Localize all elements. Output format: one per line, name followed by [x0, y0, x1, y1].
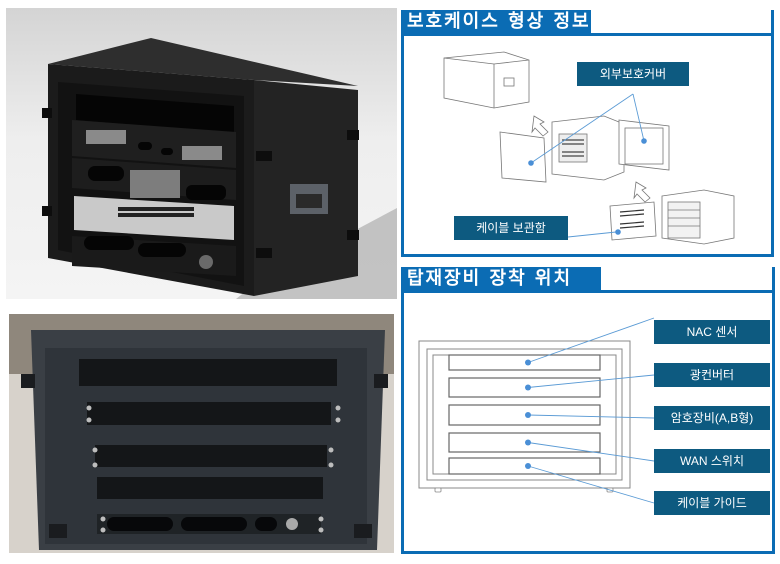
- equipment-callout: NAC 센서: [654, 320, 770, 344]
- leader-line: [527, 414, 655, 419]
- front-cover-drawing: [499, 131, 547, 183]
- leader-dot: [641, 138, 647, 144]
- leader-dot: [525, 439, 531, 446]
- leader-line: [527, 442, 655, 462]
- panel-title: 보호케이스 형상 정보: [401, 10, 591, 36]
- rack-case-photo-drawing: [9, 314, 394, 553]
- final-case-drawing: [661, 189, 735, 245]
- middle-case-drawing: [551, 115, 625, 181]
- equipment-callout: WAN 스위치: [654, 449, 770, 473]
- cable-storage-drawing: [609, 201, 657, 241]
- equipment-callout: 암호장비(A,B형): [654, 406, 770, 430]
- rack-module: [448, 432, 601, 453]
- case-exploded-diagram: [443, 51, 735, 245]
- rack-case-photo-image: [9, 314, 394, 553]
- panel-title: 탑재장비 장착 위치: [401, 267, 601, 293]
- rack-module: [448, 377, 601, 398]
- callout-outer-cover: 외부보호커버: [577, 62, 689, 86]
- leader-dot: [525, 412, 531, 418]
- leader-line: [527, 465, 655, 504]
- crypto-device-module: [130, 170, 180, 198]
- rack-front-diagram: [418, 317, 655, 504]
- callout-cable-storage: 케이블 보관함: [454, 216, 568, 240]
- leader-line: [527, 374, 655, 388]
- panel-top-border: [590, 33, 774, 36]
- leader-dot: [525, 359, 531, 366]
- equipment-callout: 케이블 가이드: [654, 491, 770, 515]
- case-shape-info-panel: 보호케이스 형상 정보: [401, 10, 774, 257]
- leader-dot: [615, 229, 621, 235]
- rack-case-render-image: [6, 8, 397, 299]
- rack-module: [448, 404, 601, 426]
- panel-top-border: [600, 290, 775, 293]
- closed-case-drawing: [443, 51, 530, 109]
- equipment-callout: 광컨버터: [654, 363, 770, 387]
- nac-sensor-module: [86, 130, 126, 144]
- arrow-icon: [531, 115, 549, 137]
- leader-dot: [525, 384, 531, 391]
- leader-dot: [528, 160, 534, 166]
- leader-dot: [525, 463, 531, 469]
- arrow-icon: [633, 181, 651, 203]
- rack-module: [448, 457, 601, 475]
- rack-case-render-drawing: [42, 38, 397, 299]
- rack-module: [448, 354, 601, 371]
- leader-line: [527, 317, 655, 363]
